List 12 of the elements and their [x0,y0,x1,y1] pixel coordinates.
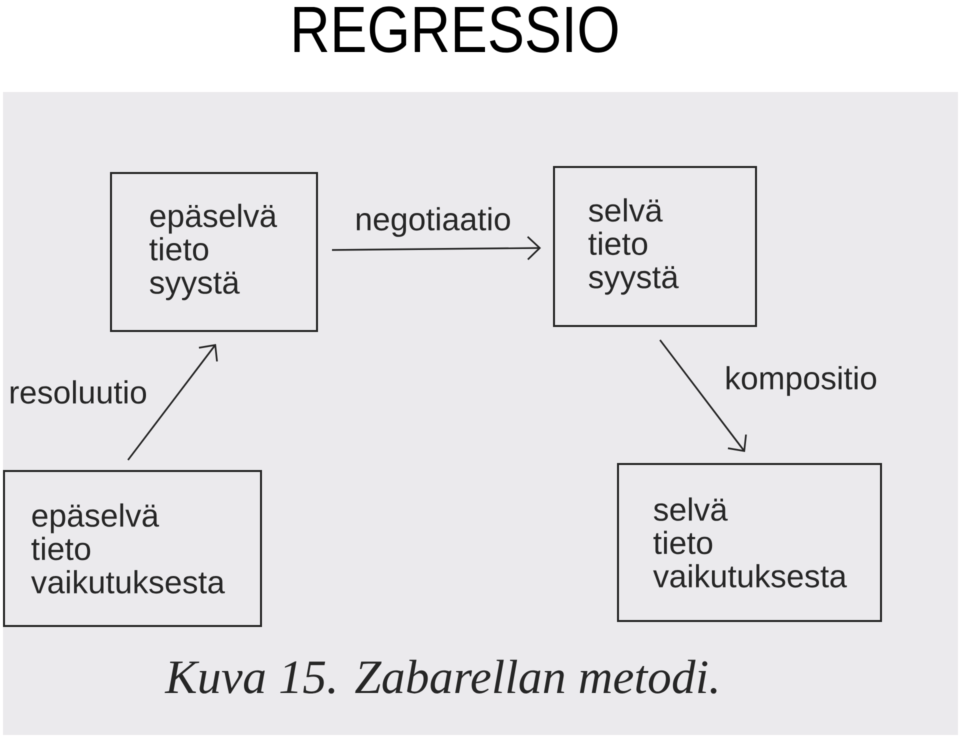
edge-label: resoluutio [7,378,149,406]
text-box: selvä tieto vaikutuksesta [617,463,882,622]
arrow [332,236,541,260]
edge-label: kompositio [723,364,879,398]
caption: Kuva 15. Zabarellan metodi. [164,660,716,694]
text-box: epäselvä tieto vaikutuksesta [3,470,262,627]
edge-label: negotiaatio [353,206,513,238]
text-box: epäselvä tieto syystä [110,172,318,332]
title: REGRESSIO [294,6,618,53]
arrow [659,339,747,452]
arrow [127,344,218,461]
text-box: selvä tieto syystä [553,166,757,327]
